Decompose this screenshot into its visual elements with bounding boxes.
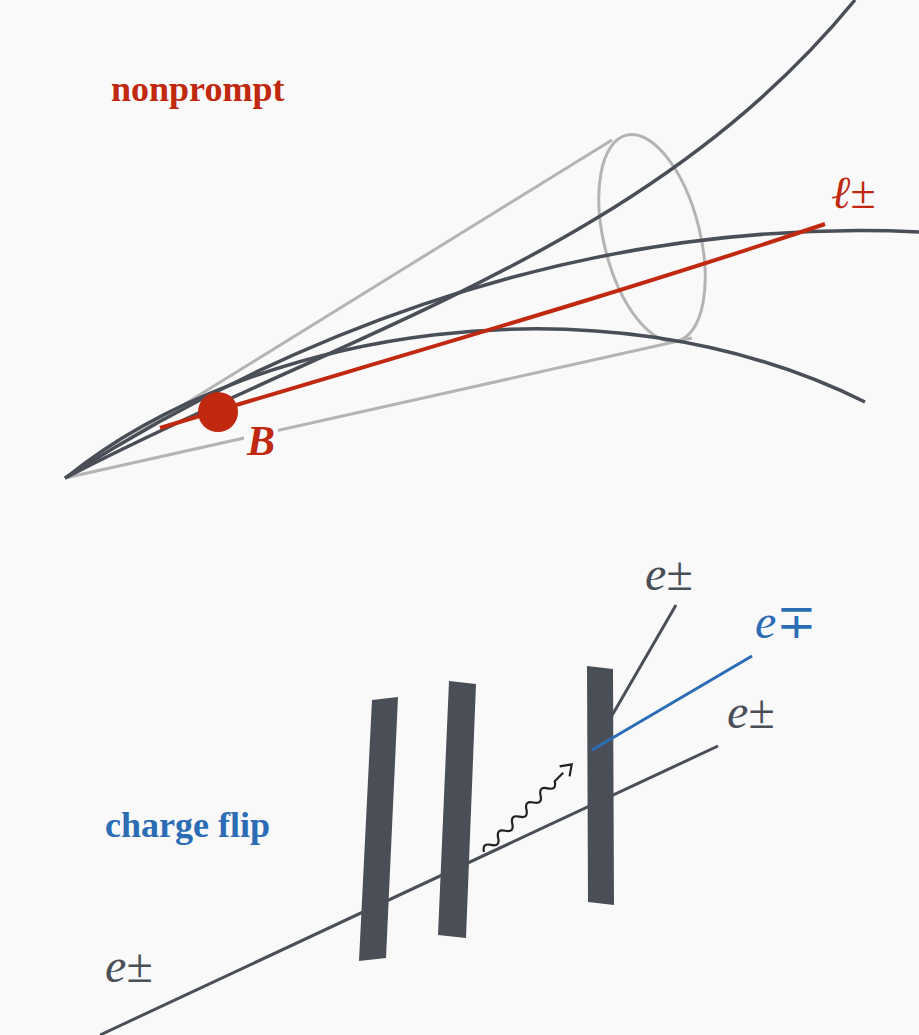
particle-label: e± xyxy=(102,940,156,993)
particle-label: e± xyxy=(642,548,696,601)
photon xyxy=(479,759,577,857)
particle-label: B xyxy=(244,418,278,464)
particle-label: e± xyxy=(724,686,778,739)
b-hadron-dot xyxy=(198,392,238,432)
particle-label: ℓ± xyxy=(828,168,878,219)
tracks xyxy=(65,0,919,478)
category-title: charge flip xyxy=(102,806,273,846)
category-title: nonprompt xyxy=(108,70,287,110)
electron-track xyxy=(592,605,676,750)
particle-label: e∓ xyxy=(752,596,820,649)
lepton-track xyxy=(160,224,825,428)
electron-track xyxy=(100,746,718,1035)
